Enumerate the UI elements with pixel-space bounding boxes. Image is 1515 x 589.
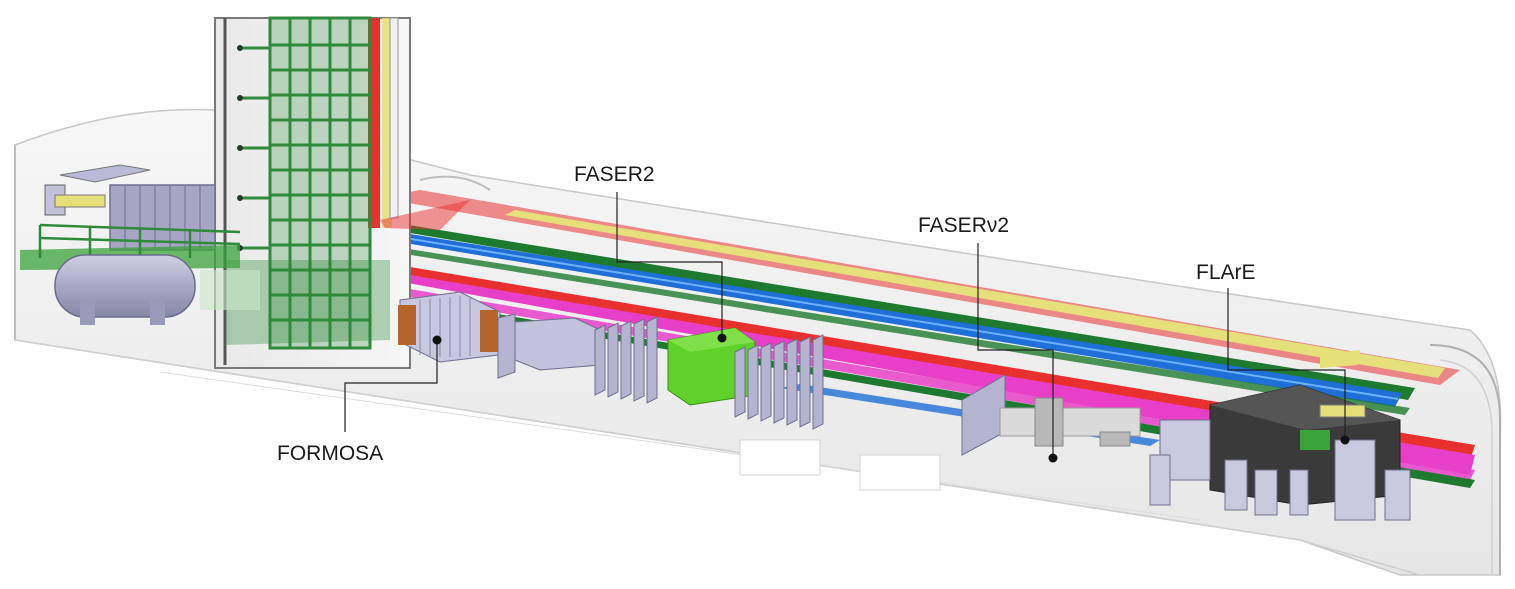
label-faser2: FASER2 xyxy=(574,163,655,186)
faser2-detector xyxy=(497,313,824,430)
yellow-rail xyxy=(505,210,1445,378)
storage-tank xyxy=(54,254,196,325)
faserv2-marker xyxy=(1048,453,1058,463)
label-leaders xyxy=(344,192,1346,458)
faser2-leader xyxy=(616,192,723,338)
faser2-magnet xyxy=(667,327,756,406)
crane-trolley xyxy=(54,194,106,208)
faserv2-detector xyxy=(961,374,1141,456)
faserv2-leader xyxy=(977,243,1054,458)
scaffold-bolts xyxy=(237,45,243,251)
faser2-tracking-planes xyxy=(594,316,658,404)
formosa-marker xyxy=(432,335,442,345)
label-faserv2: FASERν2 xyxy=(918,214,1009,237)
green-pipe-mid xyxy=(380,246,1410,415)
label-flare: FLArE xyxy=(1196,261,1256,284)
walkway-railing xyxy=(38,223,241,258)
label-formosa: FORMOSA xyxy=(277,442,383,465)
flare-marker xyxy=(1340,435,1350,445)
scaffold-tower xyxy=(240,16,372,350)
flare-detector xyxy=(1149,350,1411,521)
flare-crane-trolley xyxy=(1319,404,1366,418)
flare-leader xyxy=(1227,288,1346,440)
left-service-area xyxy=(20,164,260,325)
cryo-equipment xyxy=(1149,419,1411,521)
formosa-detector xyxy=(398,291,501,363)
rack-cabinets xyxy=(109,184,216,251)
formosa-leader xyxy=(344,340,438,432)
faser2-marker xyxy=(717,333,727,343)
leader-markers xyxy=(432,333,1350,463)
